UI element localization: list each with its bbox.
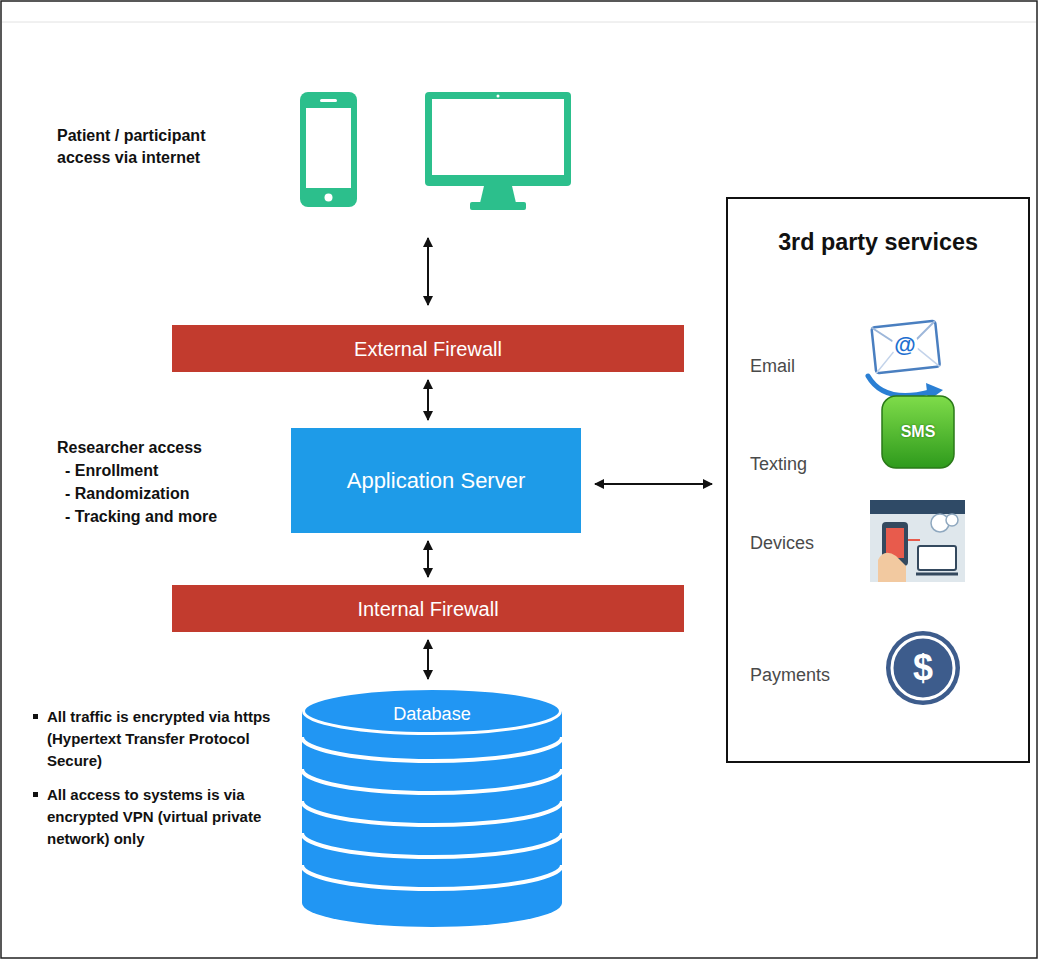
security-note: All traffic is encrypted via https (Hype…	[47, 706, 292, 772]
node-label: Internal Firewall	[357, 597, 498, 621]
email-icon	[868, 321, 943, 401]
bullet-mark	[33, 714, 38, 719]
connector-arrow	[595, 483, 712, 485]
server-box: Application Server	[291, 428, 581, 533]
role-heading: Researcher access	[57, 437, 202, 459]
security-note: All access to systems is via encrypted V…	[47, 784, 292, 850]
node-label: 3rd party services	[728, 227, 1028, 257]
connector-arrow	[427, 380, 429, 420]
service-name: Payments	[750, 664, 830, 686]
service-name: Devices	[750, 532, 814, 554]
list-item: - Randomization	[65, 483, 189, 505]
payments-icon	[886, 631, 960, 705]
phone-icon	[300, 92, 357, 207]
connector-arrow	[427, 640, 429, 679]
firewall-band: Internal Firewall	[172, 585, 684, 632]
monitor-icon	[425, 92, 571, 210]
service-name: Texting	[750, 453, 807, 475]
access-note: Patient / participant access via interne…	[57, 125, 252, 169]
icon-glyph: @	[892, 333, 917, 357]
icon-glyph: SMS	[901, 422, 936, 442]
list-item: - Enrollment	[65, 460, 158, 482]
access-arrow	[427, 238, 429, 305]
devices-icon	[870, 500, 965, 582]
node-label: Application Server	[347, 468, 526, 494]
service-name: Email	[750, 355, 795, 377]
icon-glyph: $	[913, 648, 933, 688]
node-label: External Firewall	[354, 337, 502, 361]
top-rule	[2, 22, 1036, 23]
node-label: Database	[302, 703, 562, 725]
sms-icon	[882, 396, 954, 468]
firewall-band: External Firewall	[172, 325, 684, 372]
connector-arrow	[427, 541, 429, 577]
bullet-mark	[33, 792, 38, 797]
list-item: - Tracking and more	[65, 506, 217, 528]
database-cylinder: Database	[302, 687, 562, 927]
